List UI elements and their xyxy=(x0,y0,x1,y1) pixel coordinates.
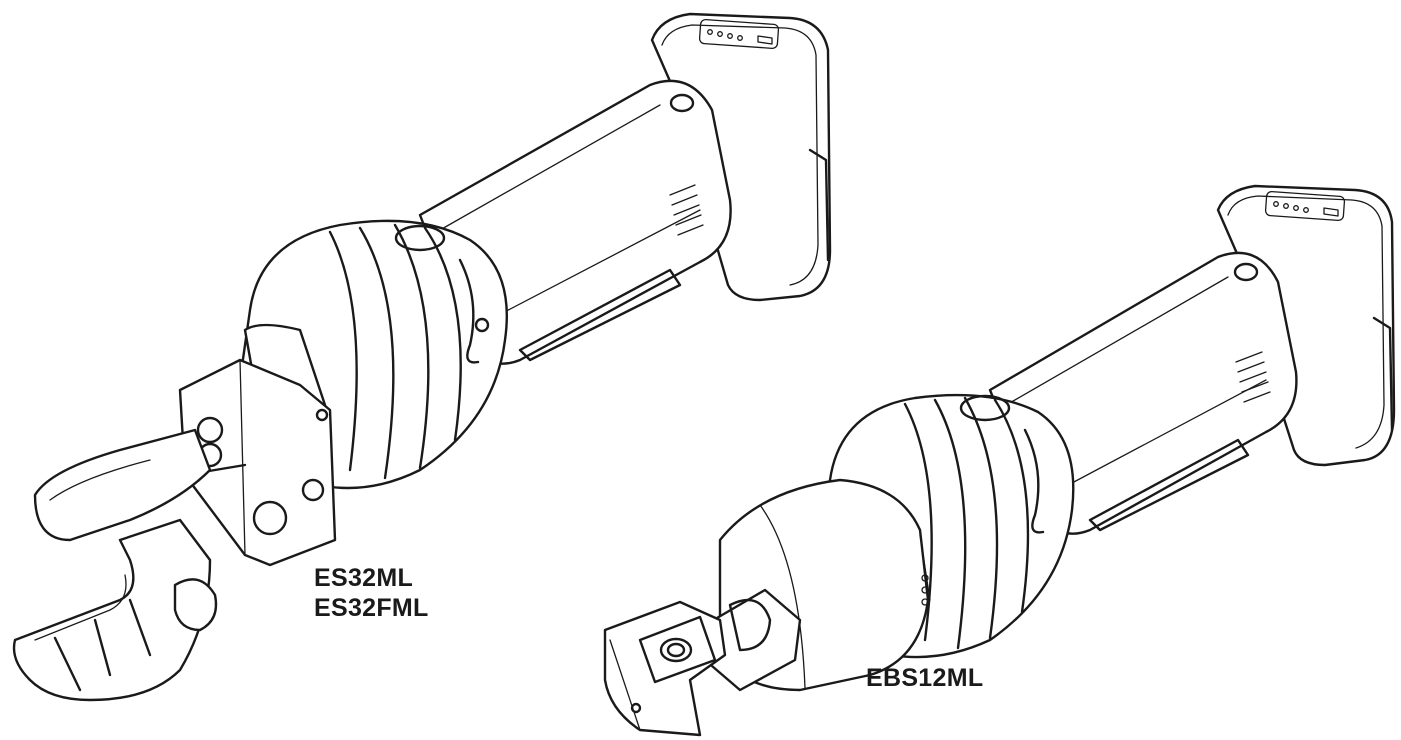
cutter-tool-ebs12ml xyxy=(603,184,1396,737)
cutter-blades-right xyxy=(603,600,727,737)
model-label-es32fml: ES32FML xyxy=(314,594,429,622)
battery-pack-left xyxy=(650,12,832,302)
battery-pack-right xyxy=(1216,184,1396,467)
cutter-jaws-left xyxy=(12,428,218,702)
cutter-tool-es32ml xyxy=(12,12,832,702)
model-label-ebs12ml: EBS12ML xyxy=(866,664,984,692)
cutter-head-left xyxy=(178,323,337,567)
model-label-es32ml: ES32ML xyxy=(314,564,414,592)
cutter-head-right xyxy=(703,478,931,692)
